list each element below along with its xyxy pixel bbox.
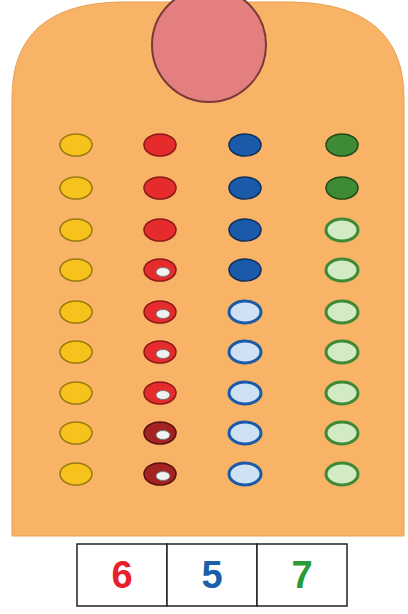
peg (326, 301, 358, 323)
peg-hole (144, 382, 176, 404)
table-cell (167, 544, 257, 606)
peg (229, 177, 261, 199)
peg (144, 134, 176, 156)
peg-hole (326, 259, 358, 281)
peg (229, 463, 261, 485)
white-marker (156, 310, 170, 319)
peg (229, 134, 261, 156)
peg (144, 301, 176, 323)
table-number: 7 (291, 556, 312, 594)
peg (60, 177, 92, 199)
table-number: 6 (111, 556, 132, 594)
pink-circle (152, 0, 266, 102)
peg-hole (229, 177, 261, 199)
peg-hole (144, 219, 176, 241)
peg (229, 382, 261, 404)
peg (326, 177, 358, 199)
peg (326, 382, 358, 404)
peg-group (60, 134, 358, 485)
peg-hole (229, 382, 261, 404)
white-marker (156, 268, 170, 277)
peg (326, 422, 358, 444)
peg (326, 463, 358, 485)
peg-hole (144, 259, 176, 281)
peg-hole (326, 422, 358, 444)
peg (60, 219, 92, 241)
peg-hole (326, 463, 358, 485)
peg (229, 422, 261, 444)
peg-hole (60, 463, 92, 485)
peg-hole (229, 301, 261, 323)
peg-hole (326, 301, 358, 323)
peg-hole (144, 134, 176, 156)
peg-hole (60, 301, 92, 323)
peg (229, 301, 261, 323)
peg (60, 134, 92, 156)
number-table (77, 544, 347, 606)
peg (326, 259, 358, 281)
peg-hole (60, 422, 92, 444)
peg (326, 134, 358, 156)
peg (60, 463, 92, 485)
white-marker (156, 472, 170, 481)
peg (144, 463, 176, 485)
peg (60, 382, 92, 404)
table-cell (257, 544, 347, 606)
peg-hole (60, 134, 92, 156)
peg (326, 341, 358, 363)
peg (144, 341, 176, 363)
peg-hole (229, 259, 261, 281)
peg-hole (229, 134, 261, 156)
peg (144, 219, 176, 241)
peg-hole (60, 341, 92, 363)
peg (60, 259, 92, 281)
peg (144, 422, 176, 444)
table-number: 5 (201, 556, 222, 594)
peg (144, 382, 176, 404)
peg (60, 422, 92, 444)
peg-hole (229, 422, 261, 444)
peg-hole (229, 219, 261, 241)
peg-hole (144, 341, 176, 363)
peg-hole (60, 219, 92, 241)
peg-hole (326, 177, 358, 199)
white-marker (156, 391, 170, 400)
peg (326, 219, 358, 241)
peg (60, 301, 92, 323)
peg-hole (326, 341, 358, 363)
peg-hole (229, 341, 261, 363)
peg-hole (60, 177, 92, 199)
peg-hole (60, 259, 92, 281)
peg-hole (144, 301, 176, 323)
white-marker (156, 350, 170, 359)
peg-hole (326, 382, 358, 404)
peg (229, 219, 261, 241)
peg-hole (144, 177, 176, 199)
peg-hole (60, 382, 92, 404)
peg (229, 341, 261, 363)
peg-hole (229, 463, 261, 485)
table-cell (77, 544, 167, 606)
peg (60, 341, 92, 363)
peg (144, 259, 176, 281)
peg-hole (144, 422, 176, 444)
peg (229, 259, 261, 281)
peg (144, 177, 176, 199)
peg-hole (326, 219, 358, 241)
peg-hole (144, 463, 176, 485)
white-marker (156, 431, 170, 440)
peg-hole (326, 134, 358, 156)
